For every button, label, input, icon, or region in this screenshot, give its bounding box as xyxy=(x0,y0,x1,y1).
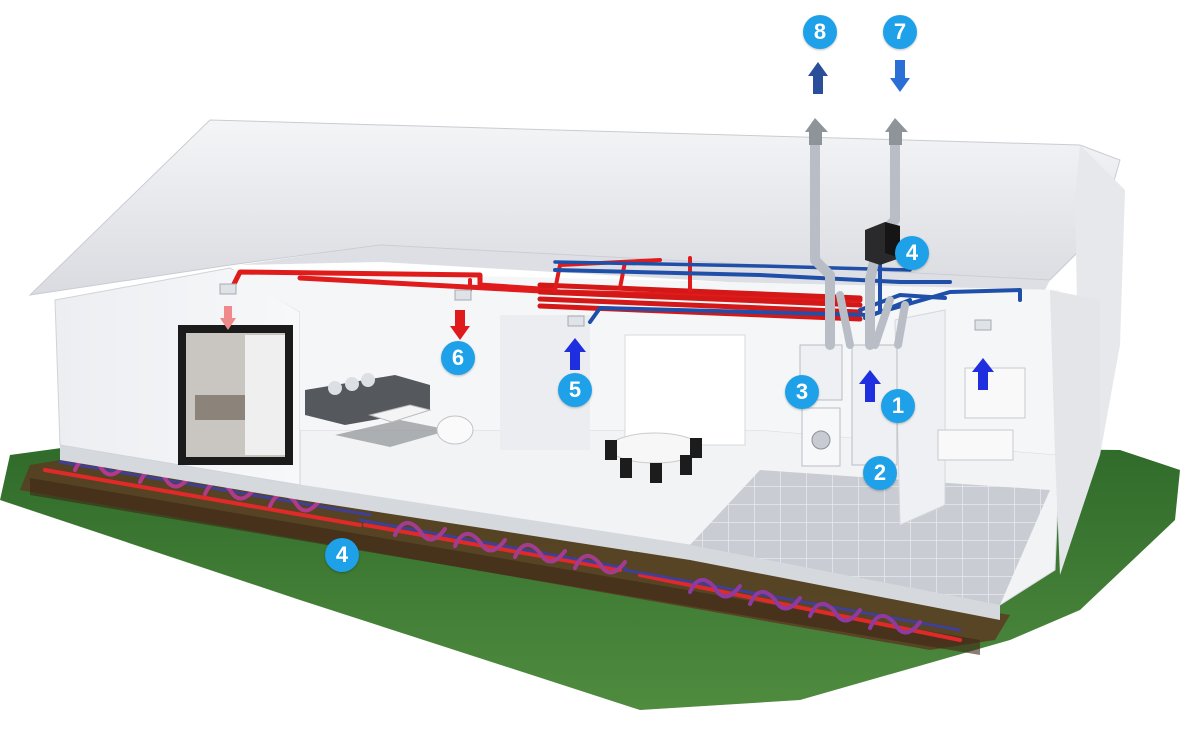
furniture xyxy=(305,334,1026,483)
supply-arrow-bedroom xyxy=(220,306,236,330)
sofa-cushion xyxy=(328,381,342,395)
badge-1-label: 1 xyxy=(891,393,905,418)
badge-4-ground-label: 4 xyxy=(335,542,349,567)
extract-duct-main xyxy=(588,288,1022,324)
vents xyxy=(219,283,992,331)
ground-loop-coil-2 xyxy=(393,521,627,575)
extract-duct-3 xyxy=(553,260,912,272)
chimney-exhaust xyxy=(805,118,828,145)
extract-arrow-1 xyxy=(859,370,881,402)
vent-bedroom xyxy=(219,283,237,295)
exhaust-arrow-8 xyxy=(808,62,828,94)
badge-7-label: 7 xyxy=(893,19,907,44)
badge-7: 7 xyxy=(883,15,917,49)
bedroom-window xyxy=(178,325,293,465)
kitchen-cabinets xyxy=(624,334,746,446)
badge-6-label: 6 xyxy=(451,345,465,370)
badge-5: 5 xyxy=(558,373,592,407)
badge-6: 6 xyxy=(441,341,475,375)
badge-8-label: 8 xyxy=(813,19,827,44)
badge-2-label: 2 xyxy=(873,460,887,485)
tiled-floor xyxy=(690,470,1050,605)
duct-to-unit xyxy=(836,291,909,349)
bathroom-cabinet xyxy=(964,367,1026,419)
badge-3-label: 3 xyxy=(795,379,809,404)
badge-8: 8 xyxy=(803,15,837,49)
supply-arrow-6 xyxy=(450,310,470,340)
intake-arrow-7 xyxy=(890,60,910,92)
soil-trench-front xyxy=(30,478,980,655)
vent-living xyxy=(454,289,472,301)
badge-4-unit: 4 xyxy=(895,236,929,270)
armchair xyxy=(436,415,474,445)
floor-edge xyxy=(60,445,1000,620)
bathroom-wall xyxy=(894,309,946,526)
sofa-cushion-2 xyxy=(345,377,359,391)
flow-arrows xyxy=(220,60,994,402)
extract-arrow-5 xyxy=(564,338,586,370)
badge-3: 3 xyxy=(785,375,819,409)
coffee-table xyxy=(368,404,432,423)
badge-4-unit-label: 4 xyxy=(905,240,919,265)
heat-exchanger-box xyxy=(865,222,900,265)
ground-loop-coil-3 xyxy=(688,578,922,635)
rug xyxy=(335,420,450,447)
sofa-cushion-3 xyxy=(361,373,375,387)
right-end-wall xyxy=(1050,290,1100,575)
chimney-intake xyxy=(885,118,908,145)
badge-1: 1 xyxy=(881,389,915,423)
extract-arrow-bathroom xyxy=(972,358,994,390)
supply-duct-bundle xyxy=(537,282,863,322)
washing-machine-door xyxy=(811,430,831,450)
vent-bathroom xyxy=(974,319,992,331)
badge-2: 2 xyxy=(863,456,897,490)
vent-kitchen xyxy=(567,315,585,327)
bathroom-sink xyxy=(937,429,1014,461)
dining-chairs xyxy=(605,438,702,483)
exhaust-duct-chimney-8 xyxy=(810,140,835,350)
floor xyxy=(59,429,1061,620)
badge-5-label: 5 xyxy=(568,377,582,402)
badge-4-ground: 4 xyxy=(325,538,359,572)
roof-chimneys xyxy=(805,118,908,145)
